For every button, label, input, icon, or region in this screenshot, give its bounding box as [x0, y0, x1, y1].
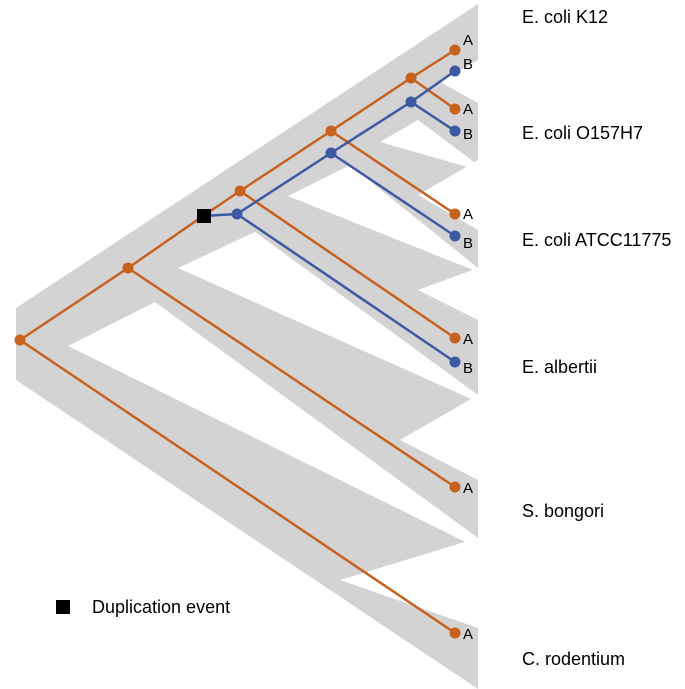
- copy-b-to-atcc: [330, 151, 456, 238]
- copy-label-b: B: [463, 360, 473, 377]
- copy-label-a: A: [463, 101, 473, 118]
- copy-labels: A B A B A B A B A A: [463, 32, 473, 643]
- copy-b-leaf-atcc: [449, 230, 461, 242]
- legend-duplication-icon: [56, 600, 70, 614]
- species-tree-gap-1: [68, 302, 478, 548]
- copy-a-leaf-atcc: [449, 208, 461, 220]
- copy-label-a: A: [463, 331, 473, 348]
- legend-duplication-label: Duplication event: [92, 597, 230, 617]
- copy-a-node-internal: [325, 125, 337, 137]
- species-label-atcc: E. coli ATCC11775: [522, 230, 671, 250]
- species-label-albertii: E. albertii: [522, 357, 597, 377]
- copy-a-to-bongori: [127, 266, 456, 489]
- species-label-k12: E. coli K12: [522, 7, 608, 27]
- copy-a-node-internal: [122, 262, 134, 274]
- species-tree-gap-4: [380, 120, 478, 170]
- species-label-bongori: S. bongori: [522, 501, 604, 521]
- copy-label-a: A: [463, 206, 473, 223]
- copy-b-node-internal: [405, 96, 417, 108]
- copy-a-to-atcc: [330, 129, 456, 216]
- copy-a-node-root: [14, 334, 26, 346]
- copy-a-node-internal: [234, 185, 246, 197]
- copy-b-leaf-albertii: [449, 356, 461, 368]
- copy-a-root-to-rodentium: [19, 338, 456, 635]
- copy-b-leaf-o157: [449, 125, 461, 137]
- copy-label-a: A: [463, 480, 473, 497]
- copy-a-nodes: [14, 44, 461, 639]
- copy-b-to-o157: [410, 100, 456, 133]
- copy-a-leaf-k12: [449, 44, 461, 56]
- species-labels: E. coli K12 E. coli O157H7 E. coli ATCC1…: [522, 7, 671, 669]
- duplication-event-marker: [197, 209, 211, 223]
- species-label-o157: E. coli O157H7: [522, 123, 643, 143]
- copy-label-a: A: [463, 32, 473, 49]
- copy-b-node-internal: [231, 208, 243, 220]
- species-tree-gap-2: [178, 232, 478, 402]
- species-label-rodentium: C. rodentium: [522, 649, 625, 669]
- legend: Duplication event: [56, 597, 230, 617]
- copy-a-to-o157: [410, 76, 456, 111]
- copy-a-node-internal: [405, 72, 417, 84]
- copy-a-leaf-o157: [449, 103, 461, 115]
- copy-b-leaf-k12: [449, 65, 461, 77]
- copy-a-leaf-bongori: [449, 481, 461, 493]
- species-tree-gap-3: [288, 165, 478, 272]
- copy-label-b: B: [463, 126, 473, 143]
- copy-b-to-albertii: [236, 212, 456, 364]
- copy-label-a: A: [463, 626, 473, 643]
- copy-label-b: B: [463, 56, 473, 73]
- copy-label-b: B: [463, 235, 473, 252]
- copy-b-node-internal: [325, 147, 337, 159]
- copy-a-leaf-albertii: [449, 332, 461, 344]
- copy-a-to-albertii: [239, 189, 456, 340]
- copy-b-nodes: [231, 65, 461, 368]
- copy-a-leaf-rodentium: [449, 627, 461, 639]
